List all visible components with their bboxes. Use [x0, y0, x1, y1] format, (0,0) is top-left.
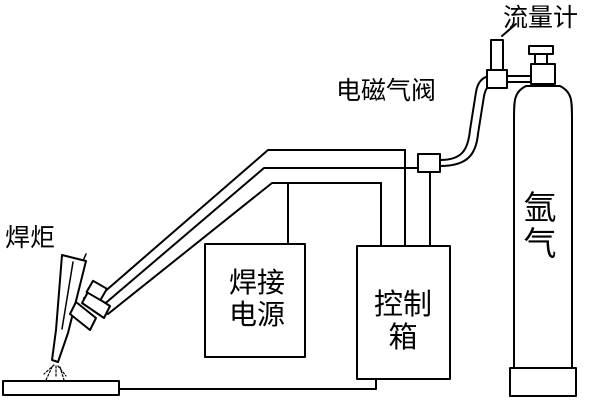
flowmeter-tube — [490, 39, 504, 73]
solenoid-valve-label: 电磁气阀 — [336, 76, 437, 105]
control-box-label: 控制 箱 — [360, 287, 446, 355]
control-box — [356, 245, 451, 380]
welding-torch — [51, 253, 111, 363]
ground-wire — [118, 378, 377, 390]
arc-sparks — [43, 364, 67, 381]
regulator-pipe — [506, 75, 532, 83]
workpiece-plate — [2, 380, 120, 396]
cylinder-cap — [528, 45, 554, 55]
power-supply-label: 焊接 电源 — [212, 266, 302, 332]
argon-label: 氩 气 — [520, 188, 560, 264]
control-box-label-line2: 箱 — [388, 320, 418, 355]
solenoid-valve — [417, 153, 441, 173]
cylinder-valve-stem — [534, 53, 548, 65]
cylinder-valve-body — [530, 63, 556, 85]
gas-hose-outer — [439, 75, 493, 161]
torch-cable-inner — [107, 182, 382, 315]
power-supply-label-line1: 焊接 — [228, 266, 285, 299]
gas-hose-inner — [439, 83, 497, 167]
flowmeter-body — [486, 69, 508, 89]
torch-cable-outer — [94, 149, 406, 301]
argon-label-line2: 气 — [523, 224, 557, 264]
power-supply-box — [204, 243, 306, 358]
torch-cable-middle — [100, 167, 419, 308]
flowmeter-pointer — [501, 23, 517, 37]
cylinder-base — [509, 367, 577, 397]
torch-label: 焊炬 — [5, 223, 56, 252]
argon-label-line1: 氩 — [523, 188, 557, 227]
control-box-label-line1: 控制 — [373, 287, 432, 321]
power-supply-label-line2: 电源 — [228, 298, 285, 332]
flowmeter-label: 流量计 — [503, 3, 579, 32]
